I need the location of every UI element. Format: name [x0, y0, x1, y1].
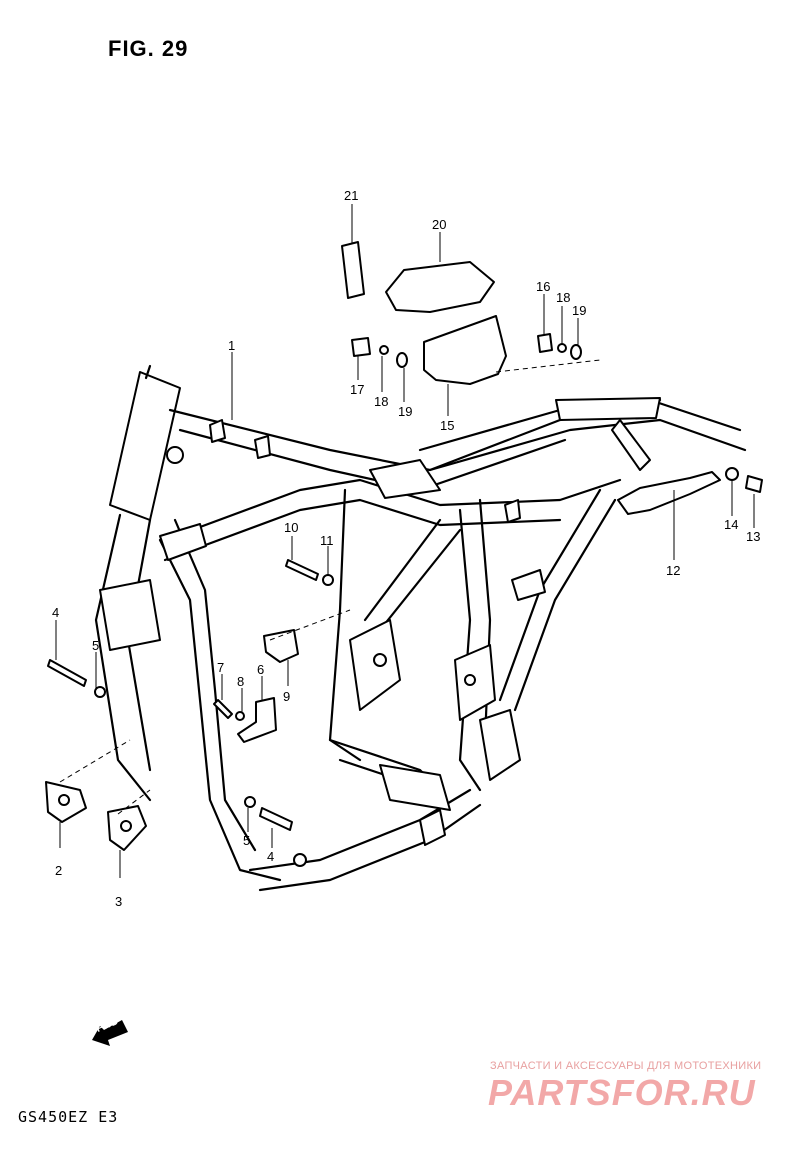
- callout-6: 6: [257, 662, 264, 677]
- watermark-tagline: ЗАПЧАСТИ И АКСЕССУАРЫ ДЛЯ МОТОТЕХНИКИ: [490, 1060, 762, 1072]
- bolt-13: [745, 475, 763, 493]
- callout-5a: 5: [92, 638, 99, 653]
- callout-16: 16: [536, 279, 550, 294]
- bolt-16: [537, 333, 553, 353]
- washer-18-right: [557, 343, 567, 353]
- washer-19-right: [570, 344, 582, 360]
- frame-body: [94, 364, 747, 892]
- model-code: GS450EZ E3: [18, 1108, 119, 1126]
- bolt-4-lower: [259, 807, 293, 831]
- washer-19-left: [396, 352, 408, 368]
- callout-3: 3: [115, 894, 122, 909]
- callout-17: 17: [350, 382, 364, 397]
- callout-labels: 1 2 3 4 4 5 5 6 7 8 9 10 11 12 13 14 15 …: [52, 188, 760, 909]
- clip-21: [341, 241, 365, 299]
- cover-20: [385, 261, 495, 313]
- washer-18-left: [379, 345, 389, 355]
- bolt-10: [285, 559, 319, 581]
- callout-4b: 4: [267, 849, 274, 864]
- watermark-brand: PARTSFOR.RU: [488, 1072, 756, 1113]
- bracket-6: [237, 697, 277, 743]
- callout-1: 1: [228, 338, 235, 353]
- callout-19a: 19: [398, 404, 412, 419]
- callout-18b: 18: [556, 290, 570, 305]
- bolt-4-upper: [47, 659, 87, 687]
- bolt-7: [213, 699, 233, 719]
- callout-12: 12: [666, 563, 680, 578]
- nut-11: [322, 574, 334, 586]
- figure-title: FIG. 29: [108, 36, 189, 61]
- bracket-15: [423, 315, 507, 385]
- callout-10: 10: [284, 520, 298, 535]
- callout-21: 21: [344, 188, 358, 203]
- callout-2: 2: [55, 863, 62, 878]
- callout-14: 14: [724, 517, 738, 532]
- callout-20: 20: [432, 217, 446, 232]
- callout-19b: 19: [572, 303, 586, 318]
- callout-13: 13: [746, 529, 760, 544]
- callout-8: 8: [237, 674, 244, 689]
- nut-5-upper: [94, 686, 106, 698]
- leader-lines: [55, 204, 755, 878]
- callout-4a: 4: [52, 605, 59, 620]
- callout-9: 9: [283, 689, 290, 704]
- plate-9: [263, 629, 299, 663]
- callout-18a: 18: [374, 394, 388, 409]
- callout-5b: 5: [243, 833, 250, 848]
- strap-12: [617, 471, 721, 515]
- callout-11: 11: [320, 533, 334, 548]
- forward-arrow-icon: [92, 1020, 128, 1046]
- washer-14: [725, 467, 739, 481]
- callout-15: 15: [440, 418, 454, 433]
- washer-8: [235, 711, 245, 721]
- callout-7: 7: [217, 660, 224, 675]
- bolt-17: [351, 337, 371, 357]
- nut-5-lower: [244, 796, 256, 808]
